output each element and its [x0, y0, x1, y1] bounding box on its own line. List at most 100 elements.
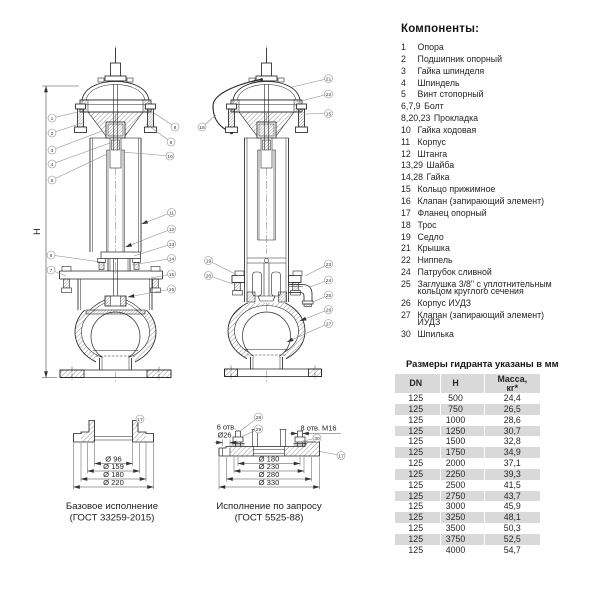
- component-name: Гайка ходовая: [417, 124, 477, 135]
- dn-cell: 125: [395, 468, 440, 480]
- component-number: 4: [401, 77, 406, 88]
- bottom-flange: [59, 358, 172, 381]
- component-number: 17: [401, 207, 411, 218]
- drain-elbow: [288, 284, 314, 307]
- component-name: Корпус ИУДЗ: [417, 298, 472, 309]
- component-name: Корпус: [417, 136, 446, 147]
- svg-text:22: 22: [326, 92, 332, 98]
- component-number: 10: [401, 124, 411, 135]
- component-name: Заглушка 3/8" с уплотнительным кольцом к…: [417, 278, 552, 297]
- component-row: 11 Корпус: [401, 136, 598, 147]
- component-row: 24 Патрубок сливной: [401, 267, 598, 276]
- component-name: Трос: [417, 219, 437, 230]
- svg-text:28: 28: [256, 415, 262, 421]
- bonnet-bolt-right: [295, 103, 308, 133]
- h-dimension: [42, 85, 79, 378]
- h-cell: 750: [439, 403, 484, 415]
- h-cell: 1750: [439, 447, 484, 459]
- mass-cell: 52,5: [483, 533, 540, 545]
- flange-base-caption-line2: (ГОСТ 33259-2015): [70, 513, 155, 524]
- svg-text:1: 1: [51, 116, 54, 122]
- h-cell: 3500: [439, 523, 484, 534]
- callout-8: 8: [153, 112, 180, 132]
- sizes-table-row: 125 3250 48,1: [395, 512, 540, 524]
- component-number: 14,28: [401, 172, 424, 183]
- mass-cell: 37,1: [483, 458, 540, 469]
- component-row: 15 Кольцо прижимное: [401, 184, 598, 195]
- component-row: 26 Корпус ИУДЗ: [401, 298, 598, 309]
- mass-cell: 28,6: [483, 414, 540, 426]
- h-cell: 2750: [439, 490, 484, 502]
- component-number: 15: [401, 184, 411, 195]
- component-number: 22: [401, 255, 411, 266]
- svg-text:13: 13: [169, 242, 175, 248]
- component-name: Прокладка: [433, 113, 479, 124]
- h-cell: 2500: [439, 479, 484, 491]
- component-name: Гайка: [426, 172, 450, 183]
- mass-cell: 39,3: [483, 468, 540, 480]
- callout-11: 11: [141, 208, 176, 225]
- bonnet-bolt-right: [144, 103, 157, 133]
- callout-29: 29: [239, 424, 263, 438]
- column-joint: [97, 258, 141, 296]
- dim-label: Ø 159: [103, 462, 124, 471]
- mass-cell: 43,7: [483, 490, 540, 502]
- callout-6: 6: [46, 250, 102, 263]
- mass-cell: 45,9: [483, 501, 540, 513]
- component-number: 16: [401, 195, 411, 206]
- sizes-table-row: 125 2250 39,3: [395, 468, 540, 480]
- component-row: 19 Седло: [401, 232, 598, 241]
- components-panel: Компоненты: 1 Опора 2 Подшипник опорный …: [401, 23, 598, 343]
- component-number: 27: [401, 309, 411, 320]
- dim-label: Ø 180: [259, 455, 280, 464]
- riser-column: [89, 84, 142, 259]
- col-h-header: H: [439, 374, 484, 393]
- flange-base-dimensions: [73, 443, 154, 490]
- callout-7: 7: [46, 265, 67, 277]
- sizes-table-header-row: DN H Масса,кг*: [395, 374, 540, 393]
- dn-cell: 125: [408, 544, 424, 555]
- sizes-table-row: 125 3500 50,3: [395, 523, 540, 534]
- flange-custom-drawing: 6 отв. Ø26 8 отв. М16 Ø 180 Ø 230 Ø 280 …: [214, 412, 346, 524]
- component-name: Шпилька: [417, 329, 454, 339]
- svg-text:15: 15: [169, 272, 175, 278]
- component-number: 26: [401, 298, 411, 309]
- flange-base-drawing: Ø 96 Ø 159 Ø 180 Ø 220 17 Базовое исполн…: [66, 414, 158, 524]
- components-title: Компоненты:: [401, 23, 480, 35]
- sizes-table-row: 125 500 24,4: [395, 393, 540, 404]
- component-number: 30: [401, 329, 411, 339]
- svg-text:11: 11: [169, 210, 174, 216]
- sizes-table-row: 125 1250 30,7: [395, 425, 540, 437]
- h-cell: 500: [439, 393, 484, 404]
- component-name: Крышка: [417, 243, 450, 254]
- h-cell: 2250: [439, 468, 484, 480]
- component-row: 8,20,23 Прокладка: [401, 113, 598, 124]
- mass-cell: 54,7: [483, 544, 540, 556]
- dim-label: Ø 330: [259, 478, 280, 487]
- callout-2: 2: [47, 122, 83, 138]
- callout-26: 26: [299, 305, 333, 322]
- component-name: Подшипник опорный: [417, 53, 503, 64]
- callout-1: 1: [47, 111, 79, 123]
- dn-cell: 125: [408, 393, 424, 403]
- callout-19: 19: [204, 256, 240, 277]
- callout-5: 5: [47, 153, 108, 185]
- hydrant-iudz-drawing: [212, 46, 322, 383]
- component-name: Штанга: [417, 148, 448, 159]
- sizes-table-row: 125 4000 54,7: [395, 544, 540, 556]
- component-row: 27 Клапан (запирающий элемент) ИУДЗ: [401, 309, 598, 327]
- hydrant-base-callouts: 1 2 3 4 5 6 7 8 9 10 11 12 13 14 15 16: [46, 111, 180, 298]
- h-cell: 1000: [439, 414, 484, 426]
- callout-17: 17: [135, 414, 145, 427]
- component-row: 5 Винт стопорный: [401, 90, 598, 99]
- component-number: 3: [401, 65, 406, 76]
- component-row: 12 Штанга: [401, 148, 598, 159]
- component-row: 10 Гайка ходовая: [401, 124, 598, 135]
- svg-text:8: 8: [174, 125, 177, 131]
- component-row: 6,7,9 Болт: [401, 102, 598, 111]
- mass-cell: 30,7: [483, 425, 540, 437]
- bonnet-bolt-left: [74, 103, 87, 133]
- svg-text:26: 26: [326, 307, 332, 313]
- svg-text:18: 18: [199, 125, 205, 131]
